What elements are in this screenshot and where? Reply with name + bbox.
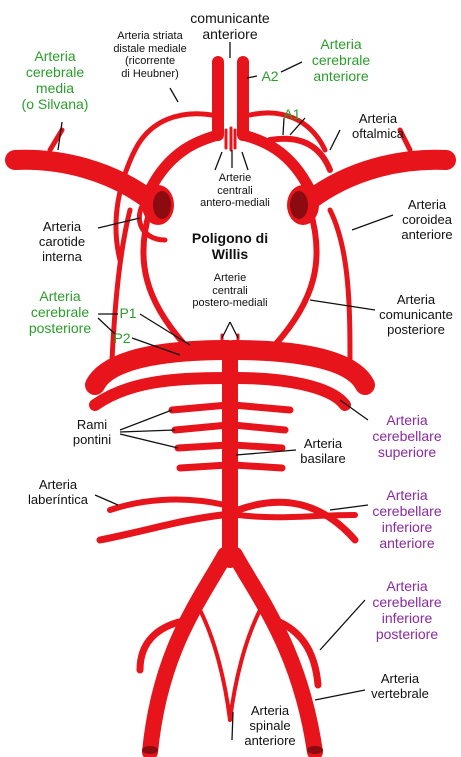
label-vertebrale: Arteria vertebrale — [360, 672, 440, 702]
pontine-branch-2r — [233, 425, 285, 430]
label-p2: P2 — [110, 330, 134, 346]
label-a2: A2 — [258, 68, 282, 84]
leader-basilare — [236, 450, 296, 455]
label-cerebellare-inf-post: Arteria cerebellare inferiore posteriore — [362, 578, 452, 642]
label-laberintica: Arteria laberíntica — [18, 478, 98, 508]
label-cerebrale-posteriore: Arteria cerebrale posteriore — [20, 288, 100, 336]
pontine-branch-4r — [233, 465, 282, 468]
leader-centrali-antero — [215, 150, 248, 170]
label-cerebrale-anteriore: Arteria cerebrale anteriore — [296, 36, 386, 84]
label-carotide: Arteria carotide interna — [22, 220, 102, 265]
leader-vertebrale — [315, 690, 365, 700]
label-a1: A1 — [280, 106, 304, 122]
pontine-branch-1 — [172, 405, 228, 410]
leader-comunicante-posteriore — [310, 300, 375, 310]
label-centrali-postero: Arterie centrali postero-mediali — [185, 272, 275, 310]
label-coroidea: Arteria coroidea anteriore — [392, 198, 461, 243]
anterior-choroidal-artery-right — [330, 210, 350, 365]
diagram-title: Poligono di Willis — [175, 230, 285, 262]
superior-cerebellar-right — [236, 378, 345, 405]
aica-right-branch — [238, 515, 355, 517]
vertebral-end-right — [307, 746, 323, 754]
pontine-branch-2 — [175, 425, 228, 430]
label-comunicante-posteriore: Arteria comunicante posteriore — [373, 293, 459, 338]
label-cerebrale-media: Arteria cerebrale media (o Silvana) — [5, 48, 105, 112]
vertebral-end-left — [142, 746, 158, 754]
antero-medial-central-branches — [226, 128, 235, 150]
label-cerebellare-superiore: Arteria cerebellare superiore — [362, 412, 452, 460]
label-cerebellare-inf-ant: Arteria cerebellare inferiore anteriore — [362, 487, 452, 551]
labyrinthine-artery — [110, 500, 225, 510]
leader-inf-post — [320, 600, 365, 650]
label-centrali-antero: Arterie centrali antero-mediali — [190, 172, 280, 210]
pontine-branch-1r — [233, 405, 290, 410]
leader-laberintica — [95, 495, 118, 505]
leader-carotide — [98, 218, 140, 228]
label-rami-pontini: Rami pontini — [62, 418, 122, 448]
vertebral-artery-left — [150, 555, 225, 752]
label-p1: P1 — [116, 305, 140, 321]
leader-centrali-postero — [222, 322, 238, 338]
leader-striata — [170, 88, 178, 102]
arteries — [15, 62, 446, 752]
leader-rami-pontini — [120, 410, 178, 448]
carotid-lumen-left — [153, 191, 171, 219]
label-basilare: Arteria basilare — [288, 437, 358, 467]
aica-left — [100, 515, 222, 540]
leader-coroidea — [352, 215, 393, 230]
label-striata: Arteria striata distale mediale (ricorre… — [95, 30, 205, 81]
superior-cerebellar-left — [95, 378, 225, 405]
carotid-lumen-right — [290, 191, 308, 219]
pontine-branch-4 — [180, 465, 228, 468]
pontine-branch-3r — [233, 445, 282, 448]
label-oftalmica: Arteria oftalmica — [338, 112, 418, 142]
label-spinale: Arteria spinale anteriore — [235, 704, 305, 749]
aica-right — [238, 502, 355, 540]
pontine-branch-3 — [178, 445, 228, 448]
